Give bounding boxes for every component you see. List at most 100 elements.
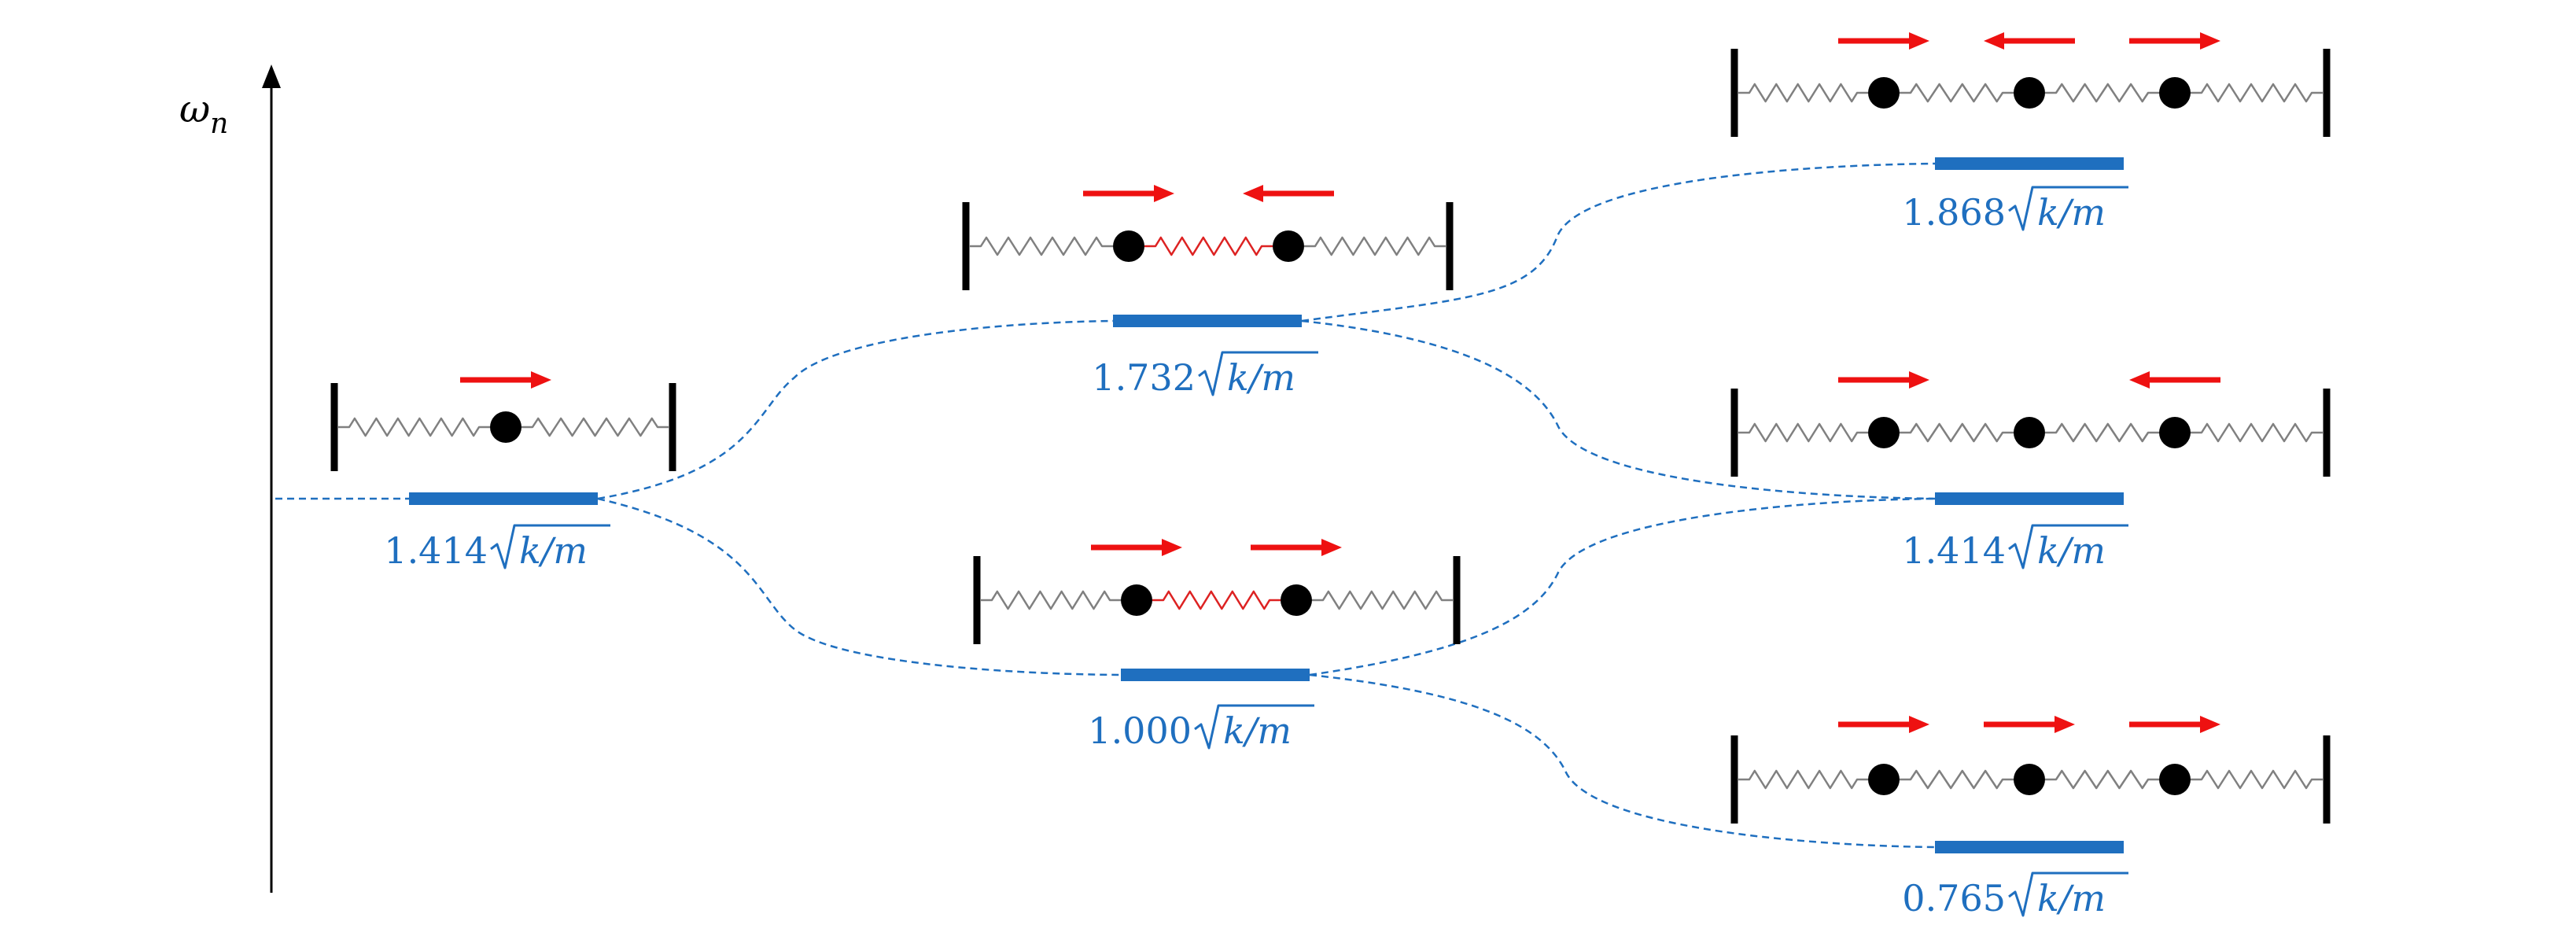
level-bar [1935,492,2124,505]
frequency-sqrt-arg: k/m [2037,529,2106,572]
coupling-spring [1900,422,2014,443]
level-bar [409,492,598,505]
frequency-sqrt-arg: k/m [1227,356,1295,399]
frequency-value: 1.414 [1902,529,2006,572]
frequency-label: 1.414 k/m [384,524,610,572]
connector-one-to-upper [597,319,1114,500]
mass [1868,417,1900,448]
velocity-arrow [460,371,551,389]
velocity-arrow [1984,716,2075,733]
frequency-sqrt-arg: k/m [1223,709,1292,752]
arrow-head-icon [1243,185,1263,202]
connector-one-to-lower [597,497,1122,676]
axis-label-symbol: ω [179,87,210,131]
frequency-value: 1.732 [1092,356,1196,399]
level-bar [1935,841,2124,853]
velocity-arrow [1083,185,1174,202]
mass [1121,584,1152,616]
level-one-mass: 1.414 k/m [384,492,610,572]
mass [2159,764,2191,795]
arrow-head-icon [1162,539,1182,556]
arrow-head-icon [1154,185,1174,202]
level-three-mass-mid: 1.414 k/m [1902,492,2128,572]
velocity-arrow [1838,716,1929,733]
mode-sketch-two-mass-sym [973,539,1461,644]
wall-spring [338,417,490,437]
mass [1273,230,1304,262]
frequency-value: 1.000 [1088,709,1192,752]
mass [2014,77,2045,109]
sqrt-radical-icon [490,524,610,569]
frequency-value: 1.868 [1902,191,2006,234]
level-three-mass-top: 1.868 k/m [1902,157,2128,234]
coupling-spring [1900,769,2014,790]
sqrt-radical-icon [1194,704,1314,750]
frequency-sqrt-arg: k/m [2037,877,2106,919]
mode-sketch-one-mass [330,371,676,471]
mode-sketch-three-mass-top [1730,32,2331,137]
level-bar [1121,669,1310,681]
wall-spring [2191,83,2323,103]
level-bar [1935,157,2124,170]
velocity-arrow [1091,539,1182,556]
velocity-arrow [2129,32,2220,50]
connector-lower-to-bot [1309,673,1936,849]
mass [1281,584,1312,616]
mass [490,411,521,443]
arrow-head-icon [1909,716,1929,733]
arrow-head-icon [2200,32,2220,50]
mass [2159,417,2191,448]
arrow-head-icon [1909,32,1929,50]
mode-sketch-three-mass-bot [1730,716,2331,824]
energy-levels: 1.414 k/m 1.732 k/m 1.000 k/m 1.868 k/m 1.414 k/m… [384,157,2128,919]
velocity-arrow [2129,371,2220,389]
sqrt-radical-icon [1198,351,1318,396]
frequency-sqrt-arg: k/m [519,529,588,572]
arrow-head-icon [2129,371,2150,389]
coupling-spring [2045,422,2159,443]
sqrt-radical-icon [2008,524,2128,569]
mass [1113,230,1144,262]
frequency-sqrt-arg: k/m [2037,191,2106,234]
correlation-lines [275,162,1936,849]
arrow-head-icon [1984,32,2004,50]
coupling-spring [2045,83,2159,103]
arrow-head-icon [531,371,551,389]
velocity-arrow [1243,185,1334,202]
mode-sketch-three-mass-mid [1730,371,2331,477]
frequency-label: 1.414 k/m [1902,524,2128,572]
wall-spring [1738,769,1868,790]
connector-lower-to-mid [1309,497,1936,676]
frequency-label: 1.000 k/m [1088,704,1314,752]
connector-upper-to-mid [1301,319,1936,500]
wall-spring [1312,590,1453,610]
level-three-mass-bot: 0.765 k/m [1902,841,2128,919]
axis-label: ωn [179,87,228,140]
wall-spring [2191,769,2323,790]
sqrt-radical-icon [2008,872,2128,917]
frequency-label: 0.765 k/m [1902,872,2128,919]
wall-spring [1738,422,1868,443]
coupling-spring [1144,236,1273,256]
velocity-arrow [1984,32,2075,50]
wall-spring [1304,236,1446,256]
mass [2014,764,2045,795]
frequency-label: 1.868 k/m [1902,186,2128,234]
frequency-value: 0.765 [1902,877,2006,919]
axis-label-subscript: n [210,108,228,140]
coupling-spring [2045,769,2159,790]
velocity-arrow [1251,539,1342,556]
mode-shapes [330,32,2331,824]
arrow-head-icon [2055,716,2075,733]
frequency-value: 1.414 [384,529,488,572]
coupling-spring [1900,83,2014,103]
frequency-axis: ωn [179,64,281,893]
mass [1868,77,1900,109]
level-two-mass-sym: 1.000 k/m [1088,669,1314,752]
mass [1868,764,1900,795]
wall-spring [1738,83,1868,103]
axis-arrowhead-icon [262,64,281,88]
mass [2014,417,2045,448]
velocity-arrow [1838,371,1929,389]
